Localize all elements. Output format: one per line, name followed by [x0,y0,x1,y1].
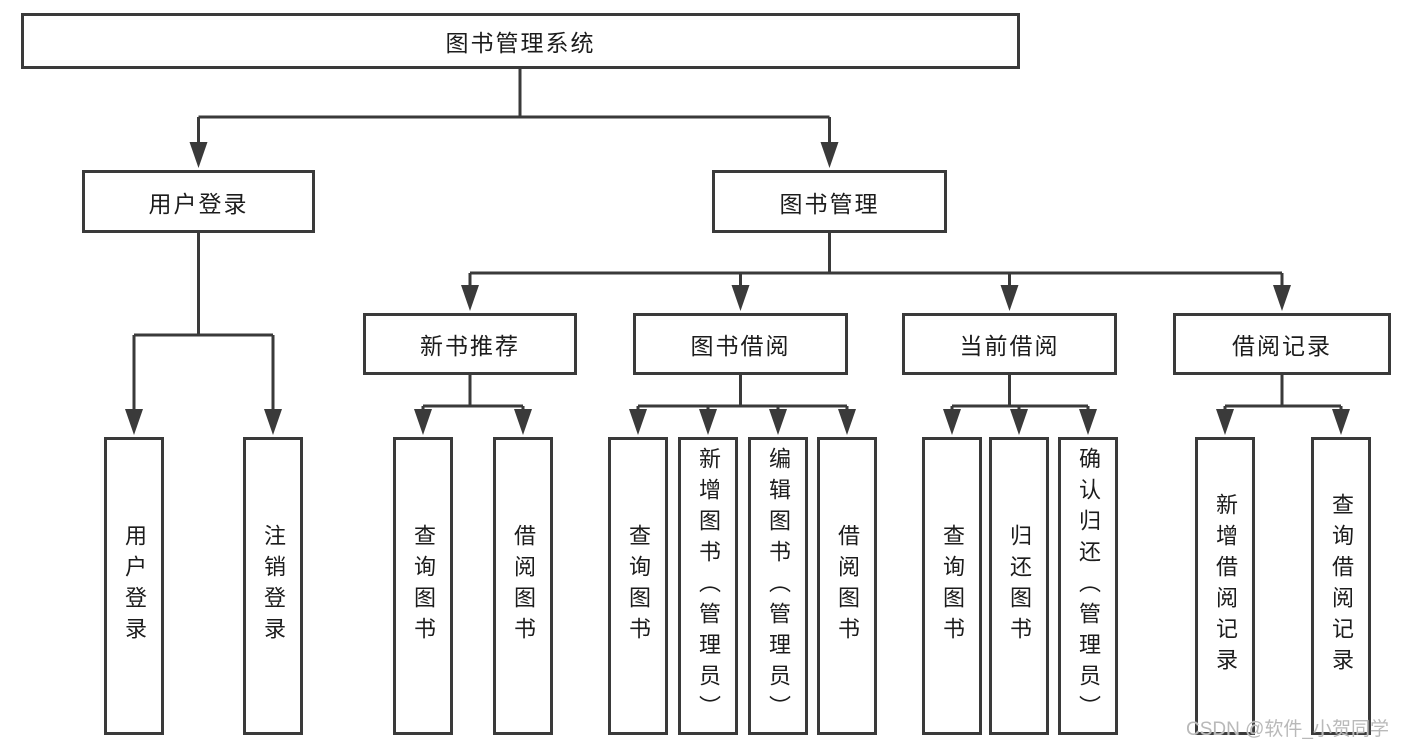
leaf-query-borrow-record-label: 查询借阅记录 [1329,493,1354,679]
leaf-borrow-books-recommend: 借阅图书 [493,437,553,735]
leaf-confirm-return-admin: 确认归还（管理员） [1058,437,1118,735]
node-root-label: 图书管理系统 [445,30,596,56]
leaf-query-borrow-record: 查询借阅记录 [1311,437,1371,735]
node-current-borrow-label: 当前借阅 [959,333,1060,359]
connector-borrow-records-to-leaves [1216,375,1350,435]
leaf-borrow-books-recommend-label: 借阅图书 [511,524,536,648]
leaf-edit-books-admin-label: 编辑图书（管理员） [766,446,791,726]
connector-book-borrow-to-leaves [629,375,856,435]
node-borrow-records: 借阅记录 [1173,313,1391,375]
leaf-borrow-books: 借阅图书 [817,437,877,735]
node-book-borrow: 图书借阅 [633,313,848,375]
node-borrow-records-label: 借阅记录 [1232,333,1332,359]
leaf-return-books-label: 归还图书 [1007,524,1032,648]
leaf-query-books-borrow-label: 查询图书 [626,524,651,648]
node-book-management: 图书管理 [712,170,947,233]
csdn-watermark: CSDN @软件_小贺同学 [1186,719,1389,740]
node-current-borrow: 当前借阅 [902,313,1117,375]
connector-root-to-level2 [189,69,839,168]
leaf-confirm-return-admin-label: 确认归还（管理员） [1076,446,1101,726]
leaf-user-login-label: 用户登录 [122,524,147,648]
leaf-return-books: 归还图书 [989,437,1049,735]
leaf-add-books-admin: 新增图书（管理员） [678,437,738,735]
leaf-user-login: 用户登录 [104,437,164,735]
leaf-add-borrow-record: 新增借阅记录 [1195,437,1255,735]
connector-user-login-to-leaves [125,233,282,435]
leaf-query-books-recommend: 查询图书 [393,437,453,735]
node-book-management-label: 图书管理 [779,190,880,217]
leaf-logout: 注销登录 [243,437,303,735]
leaf-borrow-books-label: 借阅图书 [835,524,860,648]
leaf-query-books-current-label: 查询图书 [940,524,965,648]
node-user-login: 用户登录 [82,170,315,233]
connector-new-book-recommend-to-leaves [414,375,532,435]
leaf-query-books-borrow: 查询图书 [608,437,668,735]
node-new-book-recommend: 新书推荐 [363,313,577,375]
leaf-query-books-current: 查询图书 [922,437,982,735]
leaf-add-books-admin-label: 新增图书（管理员） [696,446,721,726]
leaf-add-borrow-record-label: 新增借阅记录 [1213,493,1238,679]
node-user-login-label: 用户登录 [148,190,249,217]
leaf-query-books-recommend-label: 查询图书 [411,524,436,648]
node-root: 图书管理系统 [21,13,1020,69]
leaf-logout-label: 注销登录 [261,524,286,648]
node-book-borrow-label: 图书借阅 [690,333,791,359]
node-new-book-recommend-label: 新书推荐 [420,333,520,359]
leaf-edit-books-admin: 编辑图书（管理员） [748,437,808,735]
connector-current-borrow-to-leaves [943,375,1097,435]
connector-book-management-to-level3 [461,233,1291,311]
